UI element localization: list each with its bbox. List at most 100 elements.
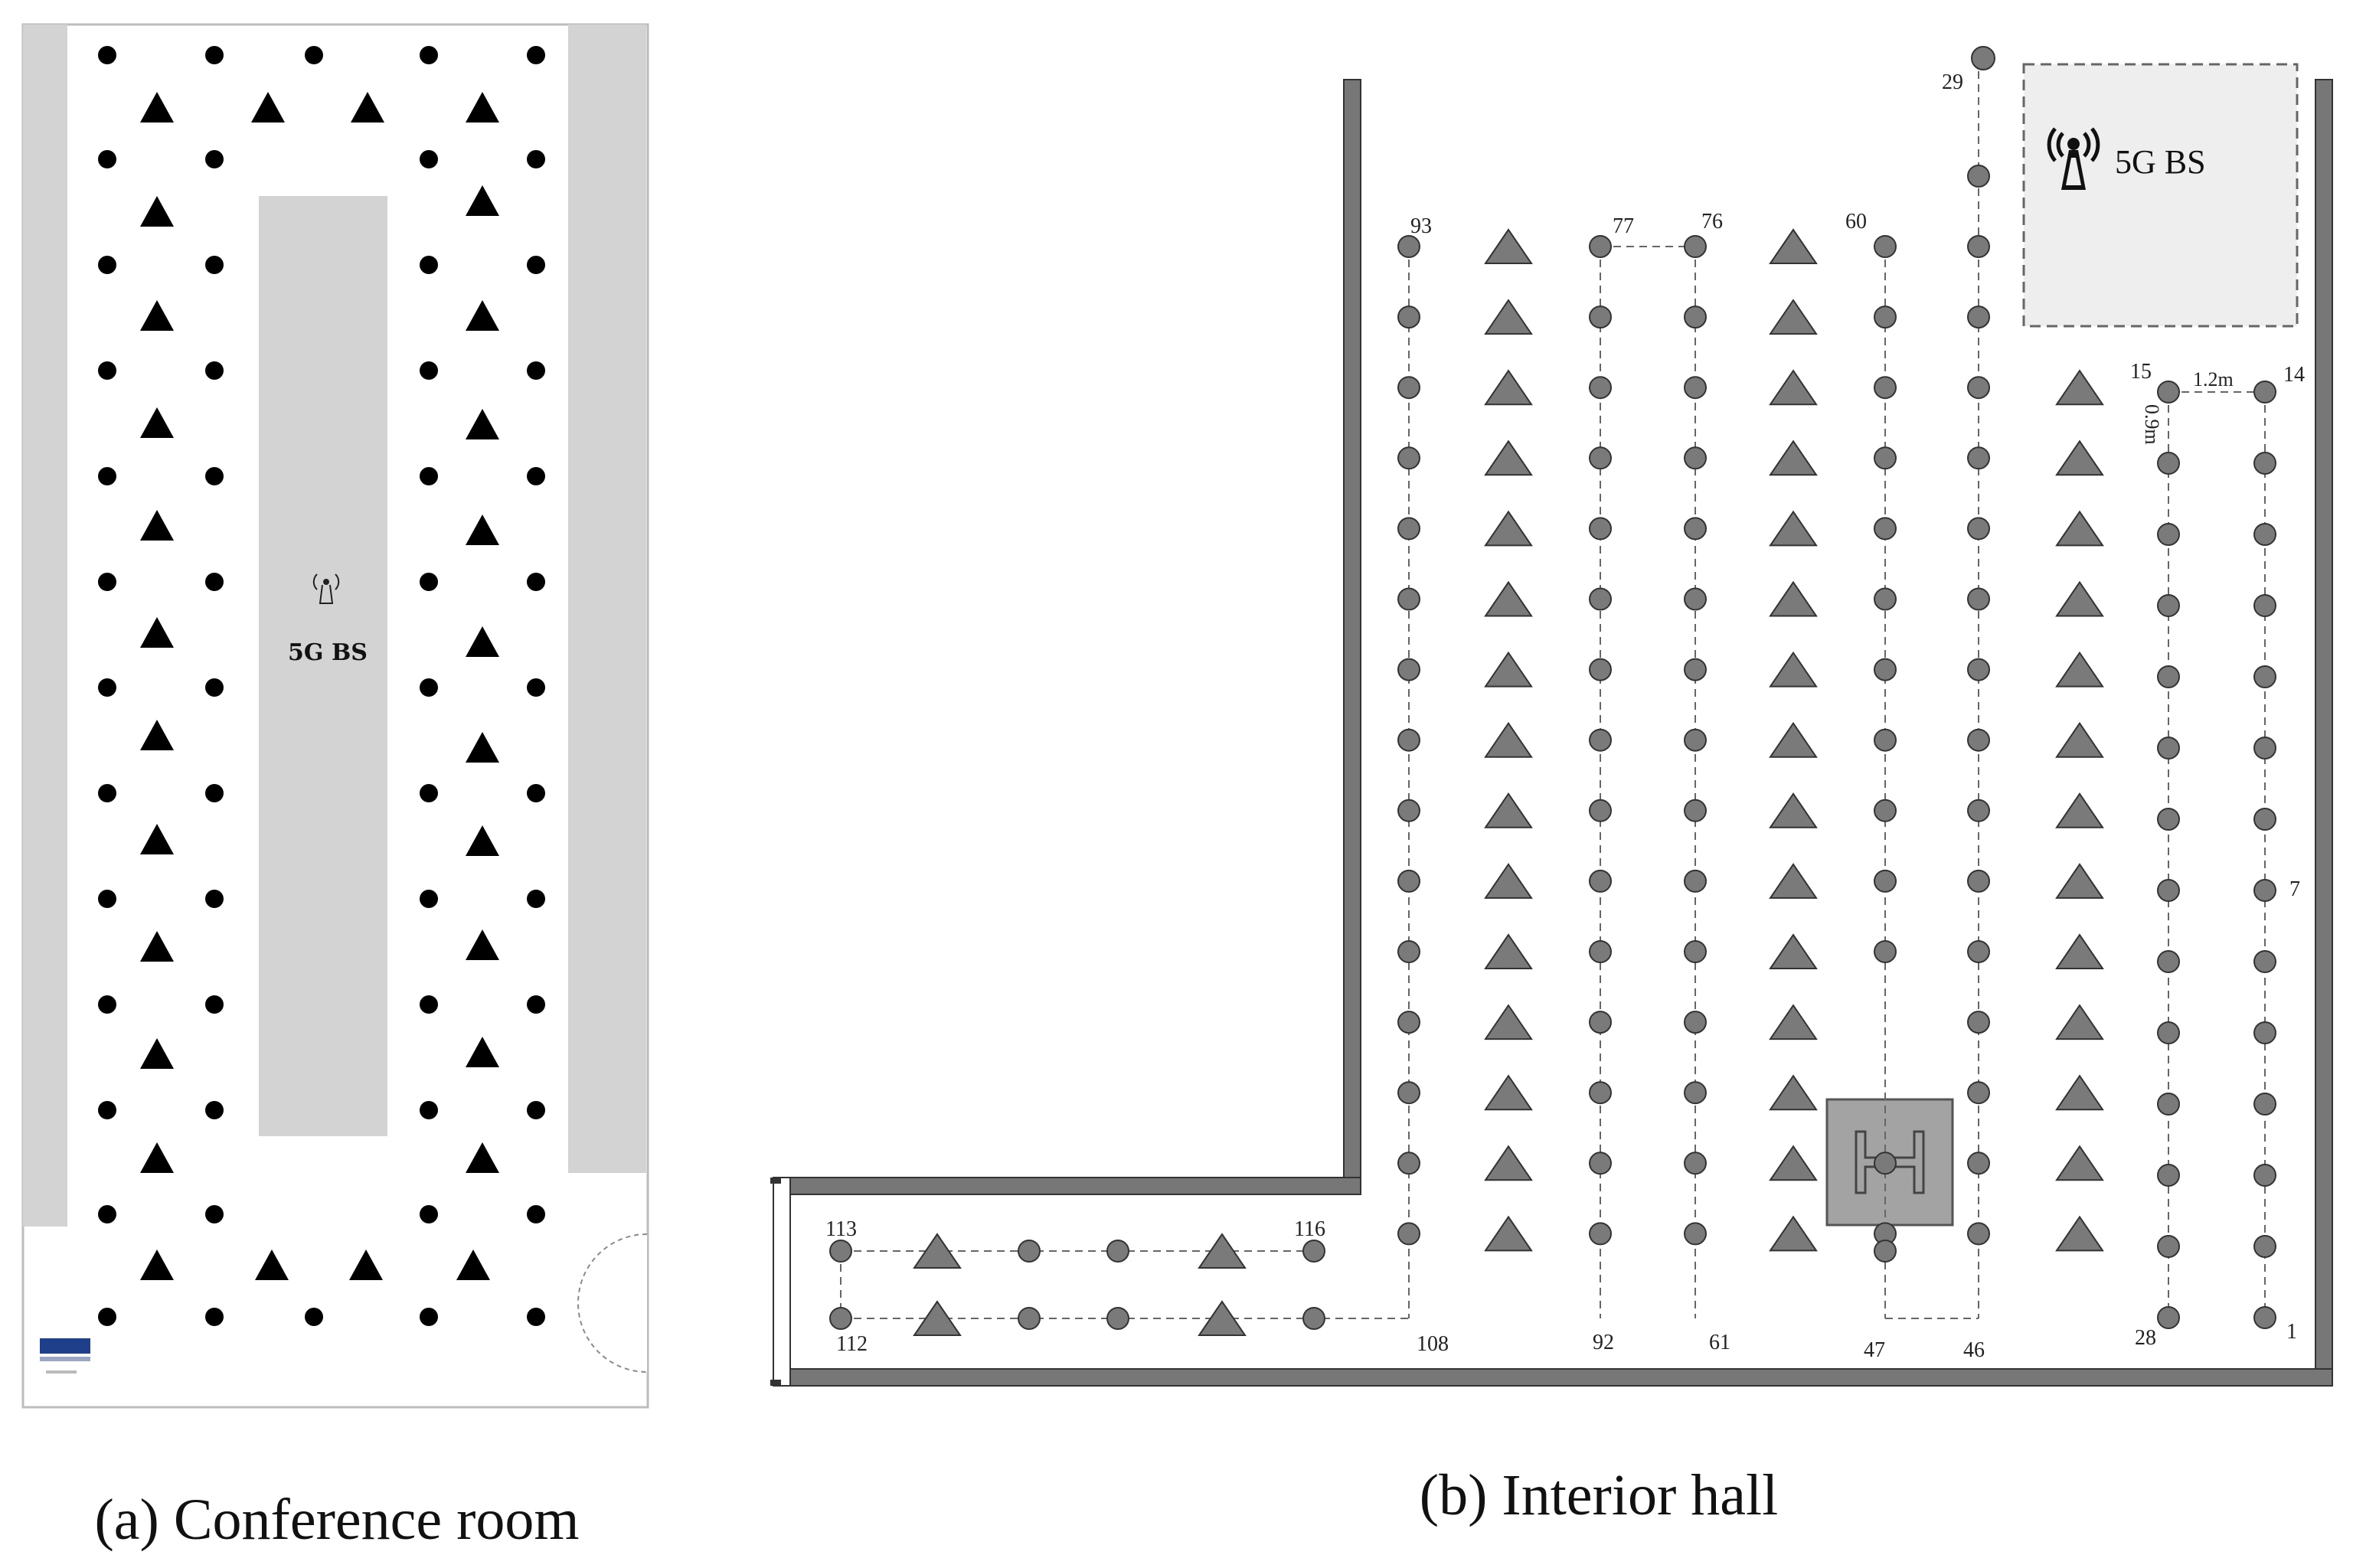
circle-marker-icon — [1589, 799, 1612, 822]
triangle-marker-icon — [2055, 1145, 2104, 1181]
circle-marker-icon — [1684, 517, 1707, 541]
circle-marker-icon — [1589, 517, 1612, 541]
circle-marker-icon — [1967, 446, 1990, 470]
circle-marker-icon — [420, 784, 438, 802]
circle-marker-icon — [1967, 1081, 1990, 1105]
triangle-marker-icon — [1198, 1300, 1247, 1336]
circle-marker-icon — [1684, 658, 1707, 681]
triangle-marker-icon — [140, 931, 174, 962]
circle-marker-icon — [1397, 446, 1420, 470]
triangle-marker-icon — [1769, 1074, 1818, 1111]
circle-marker-icon — [1397, 940, 1420, 963]
circle-marker-icon — [2253, 1093, 2276, 1116]
circle-marker-icon — [2253, 808, 2276, 831]
triangle-marker-icon — [466, 732, 499, 763]
circle-marker-icon — [1684, 376, 1707, 400]
circle-marker-icon — [98, 890, 116, 908]
circle-marker-icon — [1302, 1307, 1325, 1330]
circle-marker-icon — [98, 784, 116, 802]
circle-marker-icon — [527, 1308, 545, 1326]
circle-marker-icon — [2253, 950, 2276, 973]
triangle-marker-icon — [1484, 439, 1533, 476]
right-wall-strip — [568, 24, 646, 1173]
triangle-marker-icon — [1769, 1215, 1818, 1252]
circle-marker-icon — [2157, 523, 2180, 546]
circle-marker-icon — [1684, 1152, 1707, 1175]
circle-marker-icon — [1874, 799, 1897, 822]
triangle-marker-icon — [2055, 369, 2104, 406]
triangle-marker-icon — [1484, 863, 1533, 899]
circle-marker-icon — [1967, 235, 1990, 258]
circle-marker-icon — [1684, 799, 1707, 822]
point-label: 92 — [1593, 1331, 1614, 1354]
circle-marker-icon — [1684, 235, 1707, 258]
point-label: 93 — [1410, 214, 1432, 238]
caption-b: (b) Interior hall — [1420, 1463, 1778, 1527]
triangle-marker-icon — [2055, 1004, 2104, 1040]
triangle-marker-icon — [466, 929, 499, 960]
circle-marker-icon — [2157, 381, 2180, 403]
triangle-marker-icon — [466, 1037, 499, 1067]
circle-marker-icon — [205, 1101, 224, 1119]
triangle-marker-icon — [1484, 933, 1533, 969]
circle-marker-icon — [1589, 1222, 1612, 1246]
point-label: 29 — [1942, 70, 1963, 94]
circle-marker-icon — [1589, 728, 1612, 752]
corridor-end-door — [773, 1177, 791, 1387]
point-label: 113 — [825, 1217, 857, 1241]
circle-marker-icon — [98, 361, 116, 380]
circle-marker-icon — [205, 573, 224, 591]
circle-marker-icon — [205, 256, 224, 274]
circle-marker-icon — [1967, 728, 1990, 752]
circle-marker-icon — [2253, 1306, 2276, 1329]
triangle-marker-icon — [140, 1250, 174, 1280]
triangle-marker-icon — [140, 196, 174, 227]
circle-marker-icon — [2253, 1164, 2276, 1187]
circle-marker-icon — [420, 256, 438, 274]
triangle-marker-icon — [2055, 651, 2104, 688]
circle-marker-icon — [420, 678, 438, 697]
circle-marker-icon — [1397, 1152, 1420, 1175]
circle-marker-icon — [98, 995, 116, 1014]
circle-marker-icon — [205, 890, 224, 908]
triangle-marker-icon — [2055, 580, 2104, 617]
triangle-marker-icon — [349, 1250, 383, 1280]
circle-marker-icon — [829, 1240, 852, 1263]
triangle-marker-icon — [140, 720, 174, 750]
circle-marker-icon — [527, 467, 545, 485]
circle-marker-icon — [1397, 305, 1420, 329]
base-station-label: 5G BS — [288, 639, 368, 666]
triangle-marker-icon — [1484, 1215, 1533, 1252]
triangle-marker-icon — [2055, 439, 2104, 476]
point-label: 28 — [2135, 1326, 2156, 1350]
circle-marker-icon — [527, 995, 545, 1014]
circle-marker-icon — [2253, 1235, 2276, 1258]
circle-marker-icon — [420, 1308, 438, 1326]
circle-marker-icon — [1967, 305, 1990, 329]
circle-marker-icon — [1397, 728, 1420, 752]
triangle-marker-icon — [1769, 1004, 1818, 1040]
circle-marker-icon — [2157, 1164, 2180, 1187]
circle-marker-icon — [420, 467, 438, 485]
circle-marker-icon — [1684, 305, 1707, 329]
circle-marker-icon — [2157, 594, 2180, 617]
triangle-marker-icon — [2055, 863, 2104, 899]
hall-markers — [829, 46, 2276, 1336]
triangle-marker-icon — [1769, 439, 1818, 476]
circle-marker-icon — [2157, 879, 2180, 902]
circle-marker-icon — [1589, 587, 1612, 611]
conference-room-panel: 5G BS (a) Conference room — [21, 23, 649, 1552]
circle-marker-icon — [2157, 452, 2180, 475]
circle-marker-icon — [1971, 46, 1995, 70]
point-label: 76 — [1701, 210, 1723, 234]
triangle-marker-icon — [140, 92, 174, 122]
circle-marker-icon — [1967, 165, 1990, 188]
circle-marker-icon — [1684, 446, 1707, 470]
point-label: 77 — [1613, 214, 1634, 238]
circle-marker-icon — [205, 678, 224, 697]
circle-marker-icon — [1874, 305, 1897, 329]
triangle-marker-icon — [1769, 299, 1818, 335]
room-corner-sign — [40, 1338, 90, 1374]
conference-markers — [98, 46, 545, 1326]
base-station-label: 5G BS — [2115, 143, 2206, 181]
